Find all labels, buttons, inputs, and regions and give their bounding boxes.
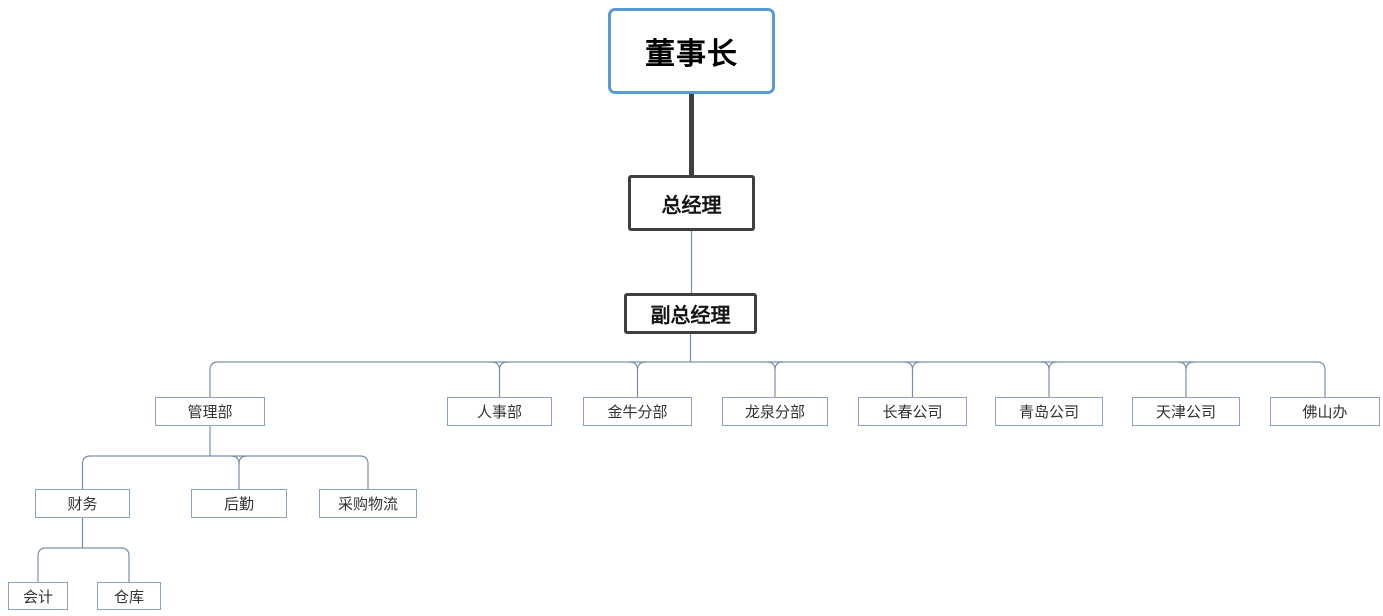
org-node-accounting[interactable]: 会计 — [8, 582, 68, 610]
org-node-changchun-company[interactable]: 长春公司 — [858, 397, 967, 426]
org-node-jinniu-branch[interactable]: 金牛分部 — [583, 397, 692, 426]
org-node-logistics[interactable]: 后勤 — [191, 489, 287, 518]
org-node-tianjin-company[interactable]: 天津公司 — [1132, 397, 1240, 426]
org-node-vice-general-manager[interactable]: 副总经理 — [624, 293, 757, 334]
org-node-general-manager[interactable]: 总经理 — [628, 175, 755, 231]
org-node-longquan-branch[interactable]: 龙泉分部 — [722, 397, 828, 426]
org-node-management-dept[interactable]: 管理部 — [155, 397, 265, 426]
org-node-qingdao-company[interactable]: 青岛公司 — [995, 397, 1103, 426]
org-node-finance[interactable]: 财务 — [35, 489, 130, 518]
org-node-procurement-logistics[interactable]: 采购物流 — [319, 489, 417, 518]
org-node-hr-dept[interactable]: 人事部 — [447, 397, 552, 426]
org-node-chairman[interactable]: 董事长 — [608, 8, 775, 94]
org-node-foshan-office[interactable]: 佛山办 — [1270, 397, 1380, 426]
org-node-warehouse[interactable]: 仓库 — [97, 582, 161, 610]
